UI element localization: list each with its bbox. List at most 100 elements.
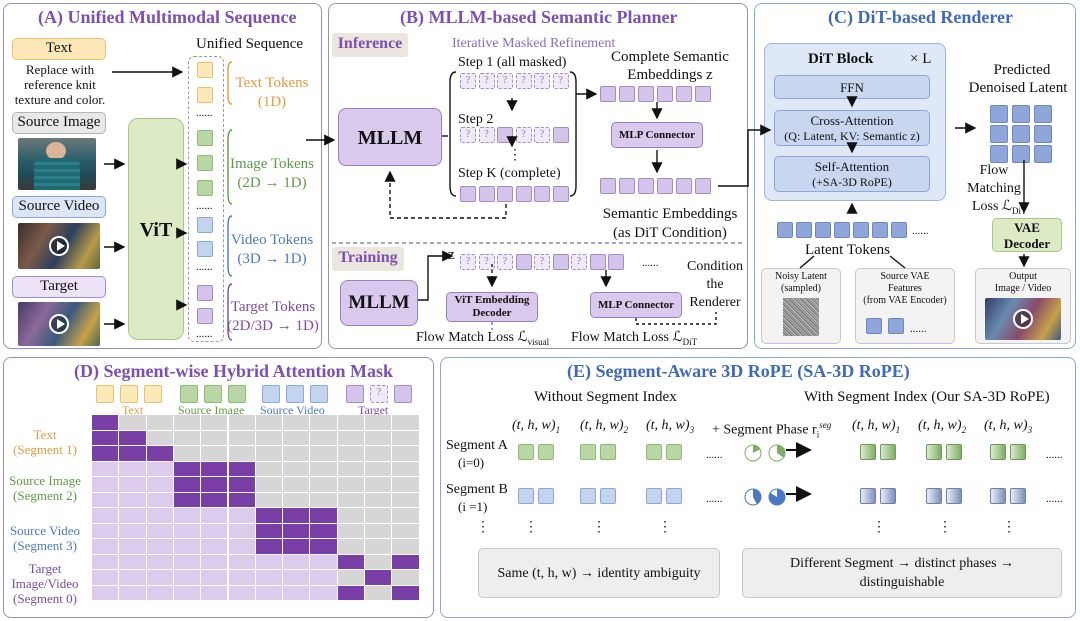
attention-cell: [173, 523, 201, 538]
attention-cell: [365, 415, 392, 430]
attention-cell: [119, 508, 146, 523]
semantic-token: [638, 178, 654, 194]
image-tokens-dim: (2D → 1D): [237, 175, 307, 191]
segment-phase-label: + Segment Phase riseg: [712, 420, 832, 440]
attention-cell: [173, 554, 201, 569]
vae-ellipsis: ......: [910, 323, 927, 335]
legend-token: [96, 385, 114, 403]
semantic-token: [600, 86, 616, 102]
attention-cell: [146, 446, 173, 461]
attention-cell: [255, 570, 283, 585]
attention-cell: [146, 477, 173, 492]
attention-cell: [365, 554, 392, 569]
rope-token: [646, 444, 662, 460]
semantic-token: [589, 254, 606, 270]
latent-tokens-label: Latent Tokens: [805, 242, 890, 258]
target-tokens-dim: (2D/3D → 1D): [227, 318, 319, 334]
attention-cell: [310, 430, 337, 445]
mlp-connector-training: [590, 292, 682, 318]
seq-ellipsis: ......: [196, 107, 213, 119]
attention-cell: [255, 523, 283, 538]
attention-cell: [119, 461, 146, 476]
latent-ellipsis: ......: [912, 225, 929, 237]
row-target-3: (Segment 0): [13, 591, 77, 606]
attention-cell: [255, 554, 283, 569]
text-desc-3: texture and color.: [14, 92, 106, 107]
rope-token: [580, 488, 596, 504]
attention-cell: [392, 570, 419, 585]
legend-source-video: Source Video: [260, 403, 325, 417]
legend-token: [228, 385, 246, 403]
text-token: [197, 87, 213, 103]
attention-cell: [392, 492, 419, 507]
attention-cell: [201, 523, 228, 538]
segment-vdots: ⋮: [476, 520, 490, 535]
rope-token: [666, 488, 682, 504]
latent-token: [891, 222, 907, 238]
legend-token: [120, 385, 138, 403]
mllm-training-block: [340, 280, 418, 326]
attention-cell: [92, 508, 119, 523]
panel-d: [3, 357, 434, 618]
latent-grid-cell: [990, 145, 1008, 163]
phase-token: [946, 488, 962, 504]
attention-cell: [228, 508, 255, 523]
unified-sequence-label: Unified Sequence: [196, 36, 304, 52]
latent-grid-cell: [1034, 105, 1052, 123]
rope-token: [600, 444, 616, 460]
attention-cell: [119, 415, 146, 430]
vae-decoder-line2: Decoder: [1003, 236, 1051, 251]
attention-cell: [392, 554, 419, 569]
attention-cell: [310, 523, 337, 538]
target-tokens-label: Target Tokens: [230, 299, 316, 315]
attention-cell: [283, 461, 310, 476]
play-icon[interactable]: [49, 314, 69, 334]
phase-token: [880, 444, 896, 460]
self-attn-block: [774, 156, 930, 192]
rope-token: [646, 488, 662, 504]
attention-cell: [283, 492, 310, 507]
attention-cell: [255, 415, 283, 430]
attention-cell: [228, 446, 255, 461]
attention-cell: [173, 415, 201, 430]
attention-cell: [255, 430, 283, 445]
attention-cell: [283, 415, 310, 430]
target-label: Target: [40, 278, 78, 294]
rope-token: [518, 488, 534, 504]
attention-cell: [146, 570, 173, 585]
image-token: [197, 130, 213, 146]
attention-cell: [310, 477, 337, 492]
attention-cell: [228, 430, 255, 445]
play-icon[interactable]: [1013, 309, 1033, 329]
coord-label: (t, h, w)3: [646, 418, 695, 435]
complete-sem-line1: Complete Semantic: [611, 49, 729, 65]
play-icon[interactable]: [49, 236, 69, 256]
attention-cell: [228, 461, 255, 476]
masked-token: ?: [460, 73, 476, 89]
attention-cell: [392, 539, 419, 554]
source-image-photo: [18, 138, 96, 190]
attention-cell: [228, 570, 255, 585]
attention-cell: [201, 461, 228, 476]
different-note-line1: Different Segment → distinct phases →: [789, 556, 1015, 571]
attention-cell: [119, 446, 146, 461]
latent-token: [815, 222, 831, 238]
coord-label: (t, h, w)1: [512, 418, 561, 435]
attention-cell: [337, 554, 364, 569]
vae-feature-token: [888, 318, 904, 334]
attention-cell: [365, 585, 392, 600]
attention-cell: [337, 523, 364, 538]
train-ellipsis: ......: [642, 257, 659, 269]
panel-a: [3, 3, 322, 349]
semantic-token: [552, 127, 569, 143]
noisy-latent-line2: (sampled): [781, 283, 821, 294]
attention-cell: [283, 539, 310, 554]
attention-cell: [283, 585, 310, 600]
source-vae-line3: (from VAE Encoder): [863, 295, 947, 306]
panel-d-title: (D) Segment-wise Hybrid Attention Mask: [74, 361, 393, 381]
attention-cell: [146, 430, 173, 445]
attention-cell: [365, 430, 392, 445]
attention-cell: [310, 446, 337, 461]
phase-token: [1010, 444, 1026, 460]
